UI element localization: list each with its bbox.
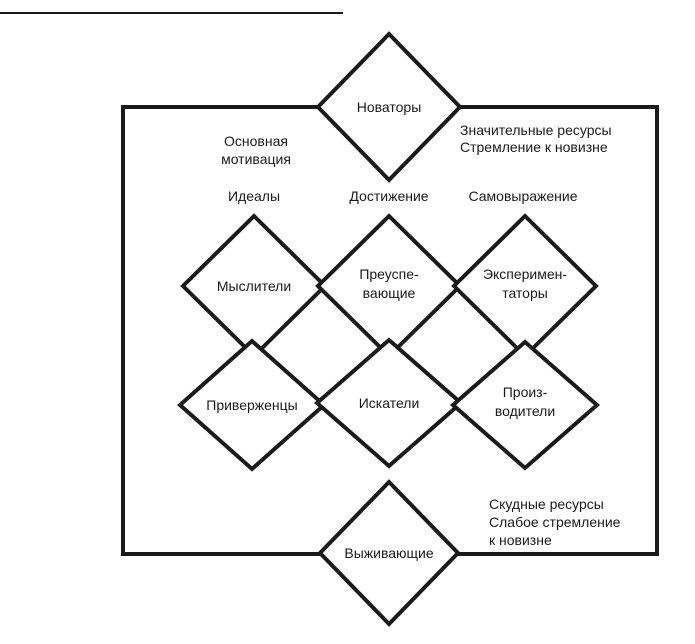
column-self-expression: Самовыражение	[468, 188, 577, 204]
low-resources-line-2: Слабое стремление	[489, 514, 621, 530]
node-believers-label: Приверженцы	[206, 397, 298, 413]
column-achievement: Достижение	[349, 188, 428, 204]
node-strivers-label: Искатели	[359, 395, 420, 411]
node-survivors-label: Выживающие	[344, 545, 433, 561]
low-resources-line-1: Скудные ресурсы	[489, 496, 604, 512]
low-resources-line-3: к новизне	[489, 532, 552, 548]
column-ideals: Идеалы	[228, 188, 280, 204]
node-experiencers-label-1: Эксперимен-	[483, 266, 567, 282]
node-innovators-label: Новаторы	[357, 99, 422, 115]
high-resources-line-2: Стремление к новизне	[460, 139, 608, 155]
node-thinkers-label: Мыслители	[217, 278, 291, 294]
node-makers-label-1: Произ-	[503, 384, 548, 400]
node-achievers-label-2: вающие	[363, 285, 416, 301]
high-resources-line-1: Значительные ресурсы	[460, 122, 612, 138]
node-makers-label-2: водители	[495, 403, 555, 419]
primary-motivation-line-2: мотивация	[221, 151, 291, 167]
node-experiencers-label-2: таторы	[502, 285, 548, 301]
node-achievers-label-1: Преуспе-	[359, 266, 419, 282]
primary-motivation-line-1: Основная	[224, 133, 288, 149]
